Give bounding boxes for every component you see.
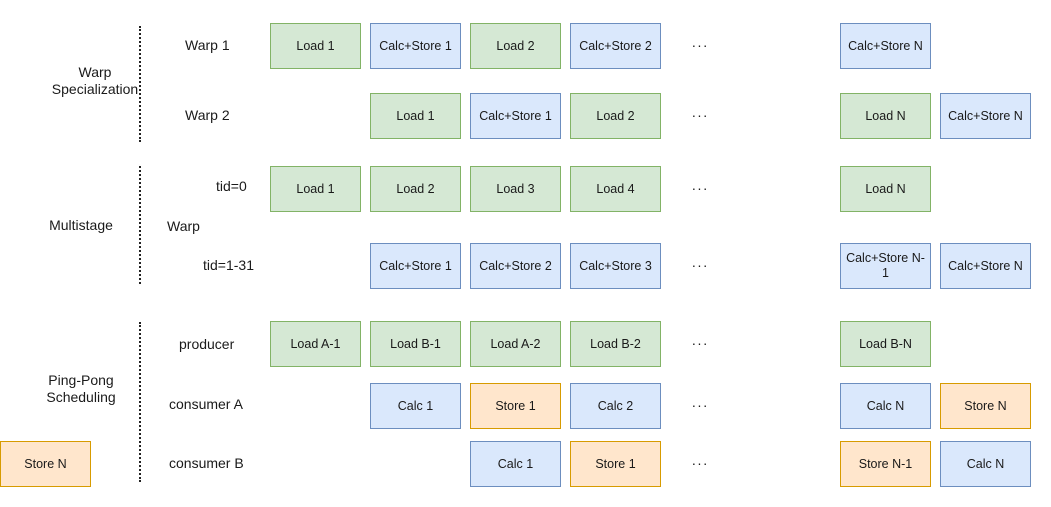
stage-box: Calc+Store 1 [370,23,461,69]
stage-box: Load A-1 [270,321,361,367]
stage-box: Calc 1 [370,383,461,429]
row-label: consumer A [169,396,243,412]
stage-box: Load 2 [570,93,661,139]
ellipsis-marker: ··· [691,257,709,273]
stage-box: Calc+Store N-1 [840,243,931,289]
ellipsis-marker: ··· [691,397,709,413]
stage-box: Load 2 [370,166,461,212]
row-label: producer [179,336,235,352]
stage-box: Store 1 [570,441,661,487]
stage-box: Load 1 [370,93,461,139]
stage-box: Load A-2 [470,321,561,367]
row-label: consumer B [169,455,244,471]
stage-box: Load 3 [470,166,561,212]
section-label-ping-pong-scheduling: Ping-Pong Scheduling [46,372,116,405]
stage-box: Calc+Store N [940,93,1031,139]
ellipsis-marker: ··· [691,455,709,471]
stage-box: Store N [0,441,91,487]
ellipsis-marker: ··· [691,37,709,53]
stage-box: Load N [840,93,931,139]
stage-box: Load B-2 [570,321,661,367]
row-label: tid=0 [216,178,247,194]
stage-box: Calc+Store N [840,23,931,69]
section-divider [139,322,141,482]
stage-box: Calc+Store N [940,243,1031,289]
stage-box: Load 4 [570,166,661,212]
stage-box: Calc+Store 1 [470,93,561,139]
stage-box: Load B-1 [370,321,461,367]
row-label: Warp 2 [185,107,230,123]
ellipsis-marker: ··· [691,335,709,351]
stage-box: Load 2 [470,23,561,69]
row-label: tid=1-31 [203,257,254,273]
stage-box: Calc 2 [570,383,661,429]
stage-box: Calc+Store 3 [570,243,661,289]
stage-box: Calc+Store 2 [570,23,661,69]
stage-box: Store N-1 [840,441,931,487]
section-divider [139,26,141,142]
stage-box: Calc+Store 1 [370,243,461,289]
stage-box: Calc+Store 2 [470,243,561,289]
stage-box: Load 1 [270,166,361,212]
row-label: Warp 1 [185,37,230,53]
ellipsis-marker: ··· [691,107,709,123]
stage-box: Calc N [940,441,1031,487]
stage-box: Load N [840,166,931,212]
section-label-multistage: Multistage [49,217,113,233]
section-divider [139,166,141,284]
stage-box: Load 1 [270,23,361,69]
stage-box: Load B-N [840,321,931,367]
section-sublabel-warp: Warp [167,218,200,234]
stage-box: Calc N [840,383,931,429]
ellipsis-marker: ··· [691,180,709,196]
stage-box: Store N [940,383,1031,429]
stage-box: Calc 1 [470,441,561,487]
stage-box: Store 1 [470,383,561,429]
section-label-warp-specialization: Warp Specialization [51,64,139,97]
